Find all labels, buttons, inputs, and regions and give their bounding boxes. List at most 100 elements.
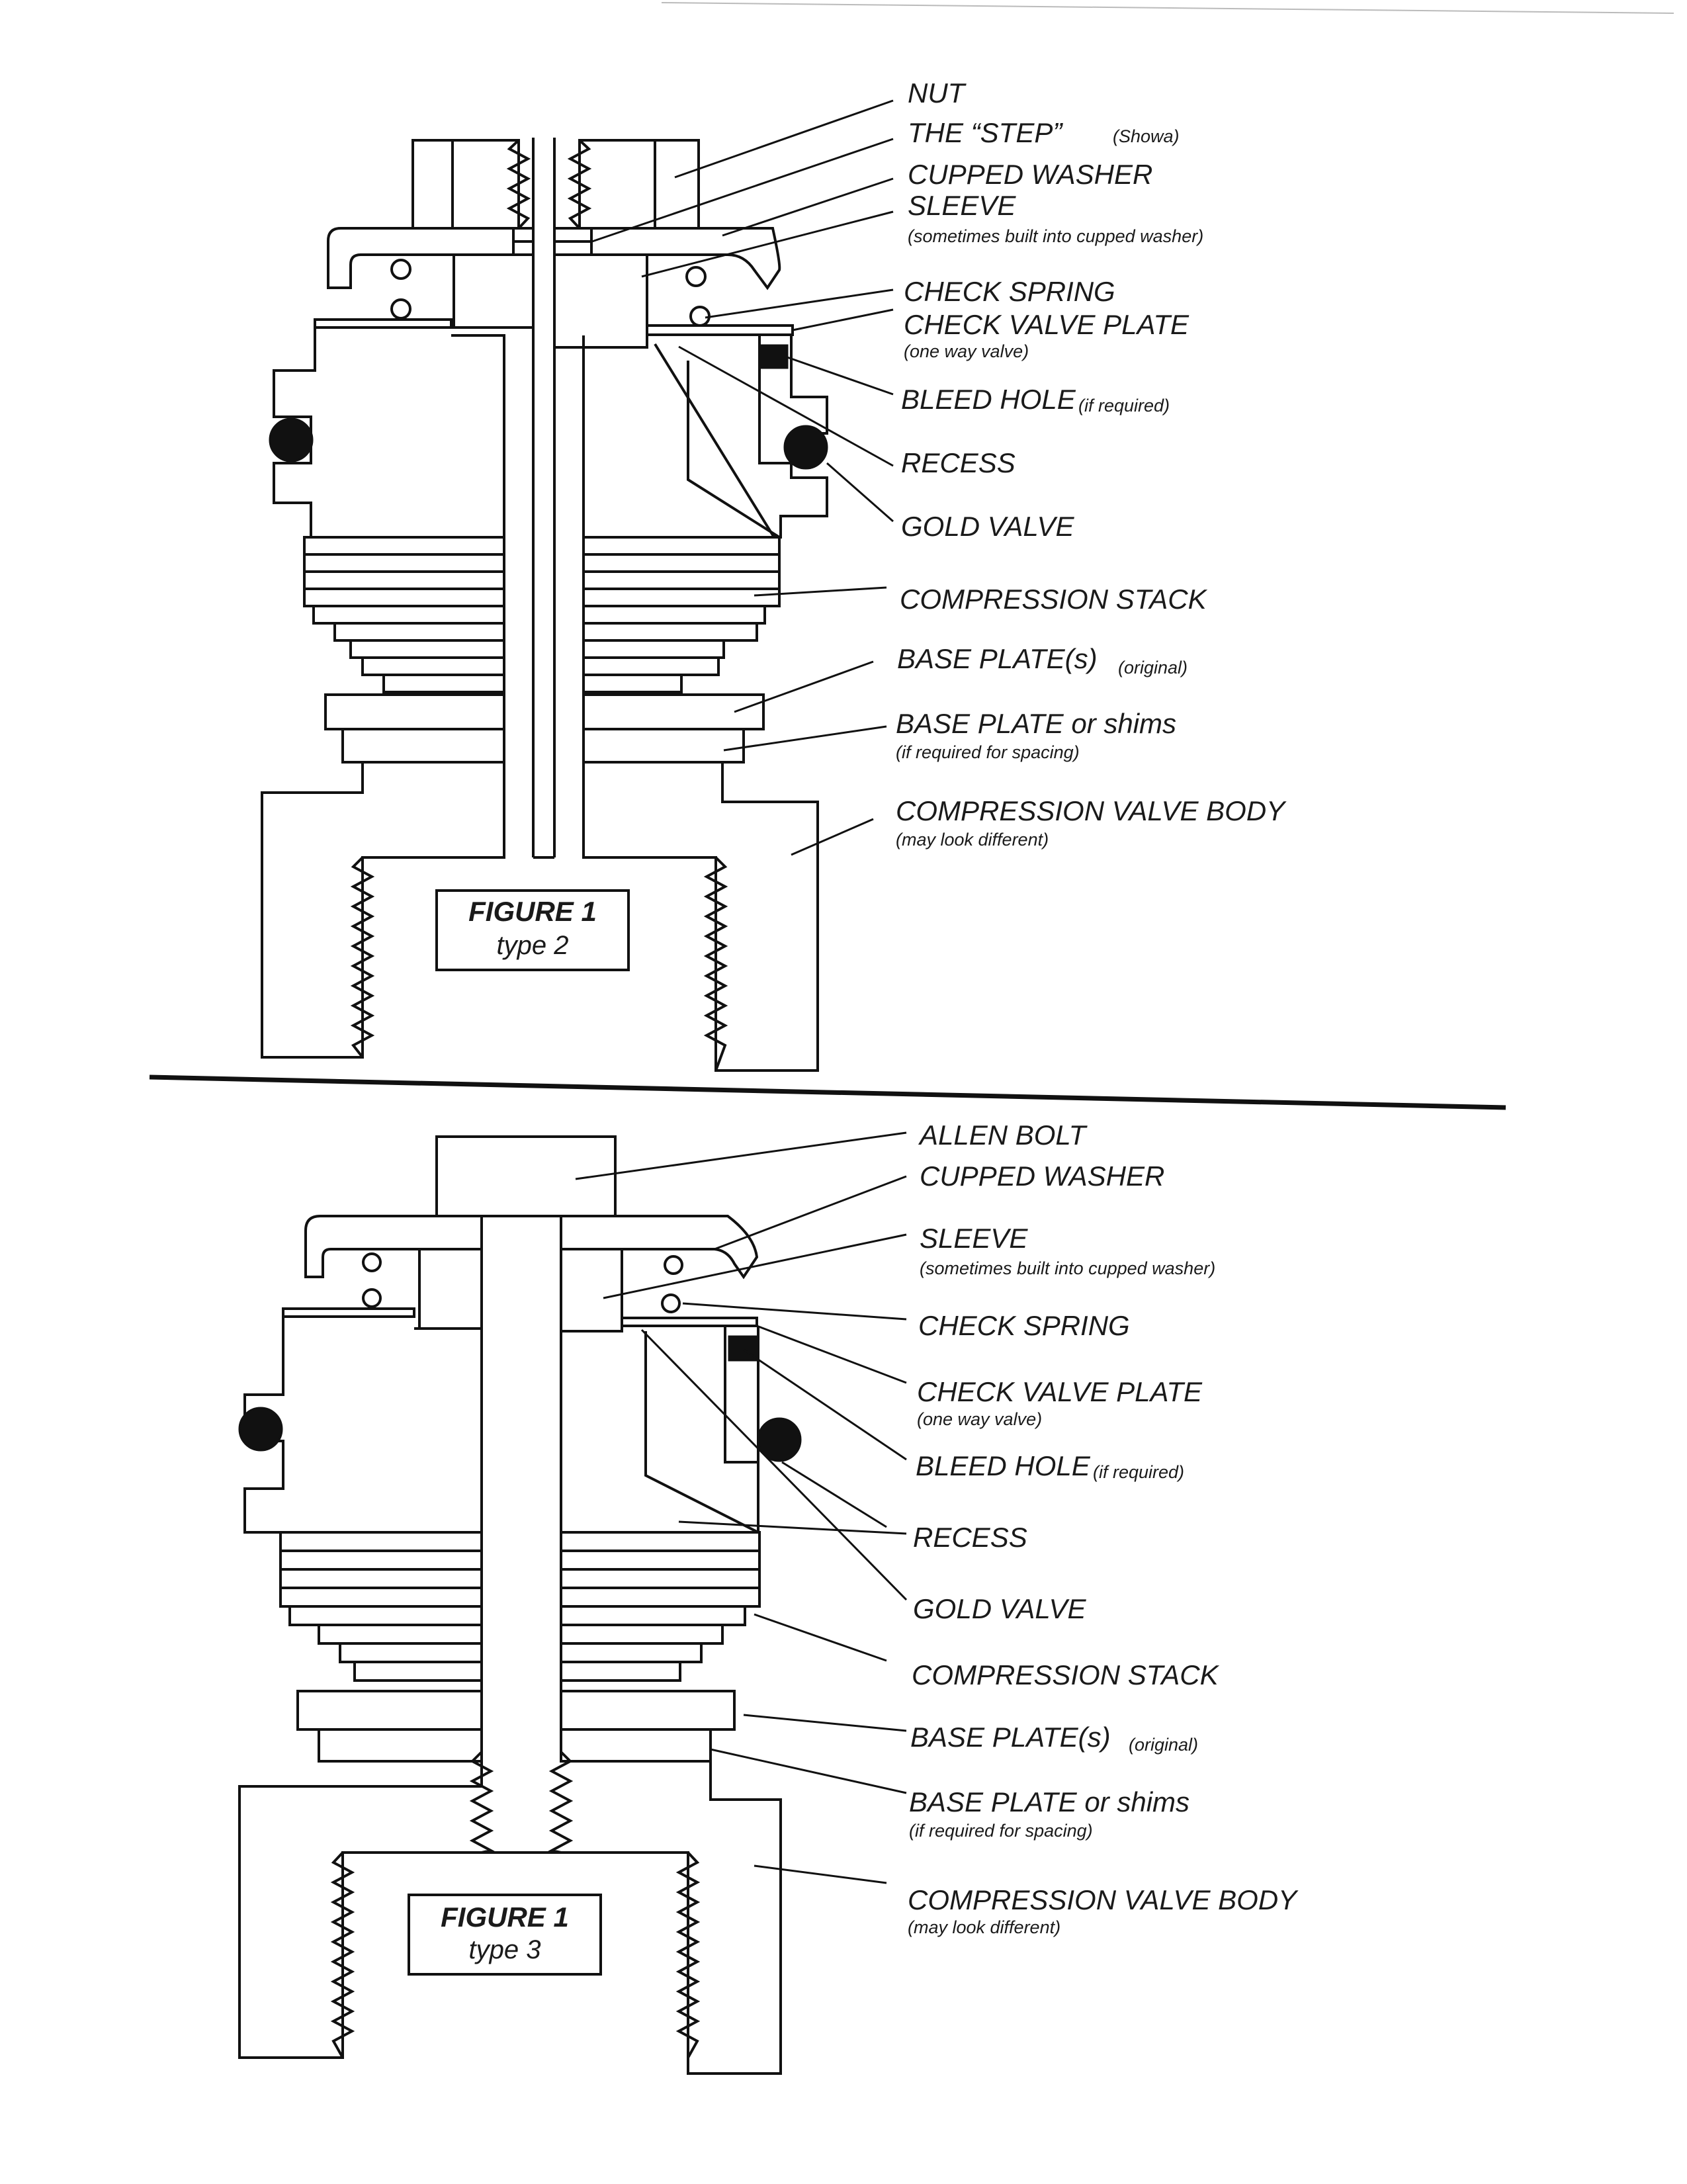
label-gold-valve: GOLD VALVE xyxy=(901,511,1074,542)
label-base-plates-note: (original) xyxy=(1118,658,1188,677)
label-check-valve-plate-t3: CHECK VALVE PLATE xyxy=(917,1376,1203,1407)
nut-thread-left xyxy=(506,139,531,230)
gold-valve-taper xyxy=(687,361,781,539)
shim-left xyxy=(341,728,505,764)
label-base-plate-shims-note-t3: (if required for spacing) xyxy=(909,1821,1093,1841)
label-base-plate-shims-note: (if required for spacing) xyxy=(896,742,1080,762)
label-compression-valve-body-t3: COMPRESSION VALVE BODY xyxy=(908,1884,1299,1915)
label-sleeve: SLEEVE xyxy=(908,190,1016,221)
label-compression-valve-body-note-t3: (may look different) xyxy=(908,1917,1060,1937)
body-thread-right xyxy=(703,856,728,1071)
bleed-hole xyxy=(758,344,789,369)
gold-valve-taper-t3 xyxy=(644,1331,759,1534)
body-thread-left xyxy=(350,856,375,1059)
nut-left xyxy=(411,139,520,230)
o-ring-left-t3 xyxy=(238,1407,283,1452)
gold-valve-left-t3 xyxy=(243,1317,483,1534)
body-thread-left-t3 xyxy=(330,1851,355,2058)
figure-subtitle-type-2: type 2 xyxy=(497,931,569,960)
label-bleed-hole-t3: BLEED HOLE xyxy=(916,1450,1091,1481)
figure-type-2: FIGURE 1 type 2 NUT THE “STEP” (Showa) C… xyxy=(261,77,1287,1072)
nut-right xyxy=(578,139,700,230)
leader-lines-type-2 xyxy=(589,99,894,856)
label-base-plates: BASE PLATE(s) xyxy=(897,643,1098,674)
valve-body-right xyxy=(582,762,819,1072)
compression-stack-right-t3 xyxy=(560,1531,761,1682)
label-sleeve-note: (sometimes built into cupped washer) xyxy=(908,226,1203,246)
check-spring-left-top-t3 xyxy=(362,1252,382,1272)
label-sleeve-note-t3: (sometimes built into cupped washer) xyxy=(920,1258,1215,1278)
o-ring-right-t3 xyxy=(757,1417,802,1462)
check-spring-left-top xyxy=(390,259,411,280)
label-the-step: THE “STEP” xyxy=(908,117,1063,148)
cupped-washer-left-t3 xyxy=(304,1215,483,1278)
compression-stack-left xyxy=(303,536,505,693)
shim-right xyxy=(582,728,745,764)
label-check-valve-plate-note: (one way valve) xyxy=(904,341,1029,361)
label-bleed-hole-note-t3: (if required) xyxy=(1093,1462,1184,1482)
nut-thread-right xyxy=(567,139,592,230)
bolt-thread-left xyxy=(469,1751,495,1854)
check-spring-left-bottom xyxy=(390,298,411,320)
compression-stack-left-t3 xyxy=(279,1531,483,1682)
label-check-valve-plate: CHECK VALVE PLATE xyxy=(904,309,1190,340)
labels-type-3: ALLEN BOLT CUPPED WASHER SLEEVE (sometim… xyxy=(908,1119,1299,1937)
label-gold-valve-t3: GOLD VALVE xyxy=(913,1593,1086,1624)
label-base-plates-t3: BASE PLATE(s) xyxy=(910,1722,1111,1753)
figure-type-3: FIGURE 1 type 3 ALLEN BOLT CUPPED WASHER… xyxy=(238,1119,1299,2075)
cupped-washer-right-t3 xyxy=(560,1215,759,1280)
recess-line xyxy=(758,335,791,464)
label-the-step-note: (Showa) xyxy=(1113,126,1180,146)
label-compression-valve-body-note: (may look different) xyxy=(896,830,1049,850)
sleeve-right xyxy=(553,253,648,349)
label-recess: RECESS xyxy=(901,447,1016,478)
check-spring-right-bottom-t3 xyxy=(661,1293,681,1313)
check-spring-right-top xyxy=(685,266,707,287)
scan-edge xyxy=(661,2,1674,14)
figure-subtitle-type-3: type 3 xyxy=(469,1935,541,1964)
check-spring-right-top-t3 xyxy=(664,1255,683,1275)
labels-type-2: NUT THE “STEP” (Showa) CUPPED WASHER SLE… xyxy=(896,77,1287,850)
label-recess-t3: RECESS xyxy=(913,1522,1027,1553)
label-compression-stack-t3: COMPRESSION STACK xyxy=(912,1659,1220,1690)
label-base-plate-shims-t3: BASE PLATE or shims xyxy=(909,1786,1190,1817)
recess-line-t3 xyxy=(724,1326,758,1463)
cupped-washer-right xyxy=(590,227,781,290)
label-check-spring: CHECK SPRING xyxy=(904,276,1115,307)
cupped-washer-left xyxy=(327,227,515,289)
label-cupped-washer: CUPPED WASHER xyxy=(908,159,1152,190)
label-cupped-washer-t3: CUPPED WASHER xyxy=(920,1160,1164,1192)
check-valve-plate-left-t3 xyxy=(282,1307,415,1318)
bolt-thread-right xyxy=(548,1751,574,1854)
figure-title-type-2: FIGURE 1 xyxy=(468,896,597,927)
label-base-plates-note-t3: (original) xyxy=(1129,1735,1198,1755)
section-divider xyxy=(149,1074,1506,1110)
label-check-valve-plate-note-t3: (one way valve) xyxy=(917,1409,1042,1429)
o-ring-left xyxy=(269,417,314,462)
check-spring-left-bottom-t3 xyxy=(362,1288,382,1308)
label-compression-stack: COMPRESSION STACK xyxy=(900,584,1208,615)
body-thread-right-t3 xyxy=(675,1851,701,2058)
label-bleed-hole: BLEED HOLE xyxy=(901,384,1076,415)
label-sleeve-t3: SLEEVE xyxy=(920,1223,1028,1254)
label-base-plate-shims: BASE PLATE or shims xyxy=(896,708,1176,739)
figure-title-type-3: FIGURE 1 xyxy=(441,1901,569,1933)
shim-left-t3 xyxy=(318,1728,483,1763)
step-right xyxy=(553,227,593,243)
check-valve-plate-right xyxy=(646,324,794,336)
sleeve-left xyxy=(453,253,535,329)
check-valve-plate-left xyxy=(314,318,453,329)
label-check-spring-t3: CHECK SPRING xyxy=(918,1310,1130,1341)
o-ring-right xyxy=(783,425,828,470)
base-plate-left xyxy=(324,693,505,730)
label-bleed-hole-note: (if required) xyxy=(1078,396,1170,415)
shim-right-t3 xyxy=(560,1728,712,1763)
figure-label-box-type-2 xyxy=(435,889,630,971)
label-compression-valve-body: COMPRESSION VALVE BODY xyxy=(896,795,1287,826)
compression-stack-right xyxy=(582,536,781,693)
figure-label-box-type-3 xyxy=(408,1894,602,1976)
check-valve-plate-right-t3 xyxy=(621,1317,758,1327)
sleeve-right-t3 xyxy=(560,1248,623,1332)
valve-body-t3 xyxy=(238,1761,782,2075)
